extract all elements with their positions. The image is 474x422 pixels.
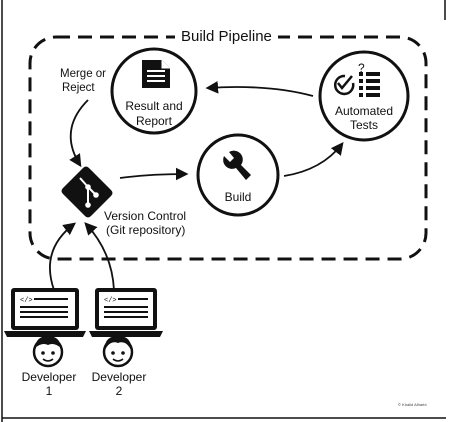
wrench-icon	[223, 150, 251, 180]
credit-text: © Khalid Alharbi	[398, 402, 427, 407]
version-control-label-line2: (Git repository)	[106, 223, 186, 237]
developer-1-label-line2: 1	[45, 384, 53, 398]
laptop-code-icon: </>	[4, 288, 86, 337]
pipeline-title: Build Pipeline	[175, 28, 278, 46]
outer-frame	[1, 0, 446, 422]
arrow-merge-to-vc	[69, 99, 89, 168]
automated-tests-label-line2: Tests	[349, 118, 378, 132]
build-label: Build	[224, 190, 252, 204]
arrow-vc-to-build	[119, 167, 189, 181]
svg-text:</>: </>	[20, 297, 33, 305]
automated-tests-label-line1: Automated	[334, 104, 394, 118]
version-control-label-line1: Version Control	[104, 209, 187, 223]
developer-2-label-line2: 2	[115, 384, 123, 398]
build-node	[196, 133, 280, 217]
checklist-icon	[333, 72, 380, 97]
version-control-node	[61, 166, 113, 218]
arrow-tests-to-report	[205, 81, 314, 97]
svg-text:</>: </>	[104, 297, 117, 305]
pipeline-boundary	[28, 35, 428, 261]
developer-1-avatar	[32, 336, 64, 368]
laptop-code-icon: </>	[89, 288, 163, 337]
arrow-build-to-tests	[283, 142, 344, 177]
merge-label-line1: Merge or	[60, 68, 107, 80]
automated-tests-node: ?	[318, 50, 410, 142]
merge-label-line2: Reject	[62, 82, 95, 94]
developer-2-label-line1: Developer	[91, 370, 147, 384]
git-icon	[61, 166, 113, 218]
developer-1-label-line1: Developer	[21, 370, 77, 384]
arrow-dev2-to-vc	[84, 222, 115, 291]
result-report-label-line1: Result and	[125, 99, 183, 113]
document-icon	[142, 60, 170, 88]
svg-text:?: ?	[358, 61, 365, 75]
developer-2-avatar	[102, 336, 134, 368]
result-report-node	[110, 47, 198, 135]
result-report-label-line2: Report	[135, 114, 173, 128]
arrow-dev1-to-vc	[49, 222, 77, 291]
